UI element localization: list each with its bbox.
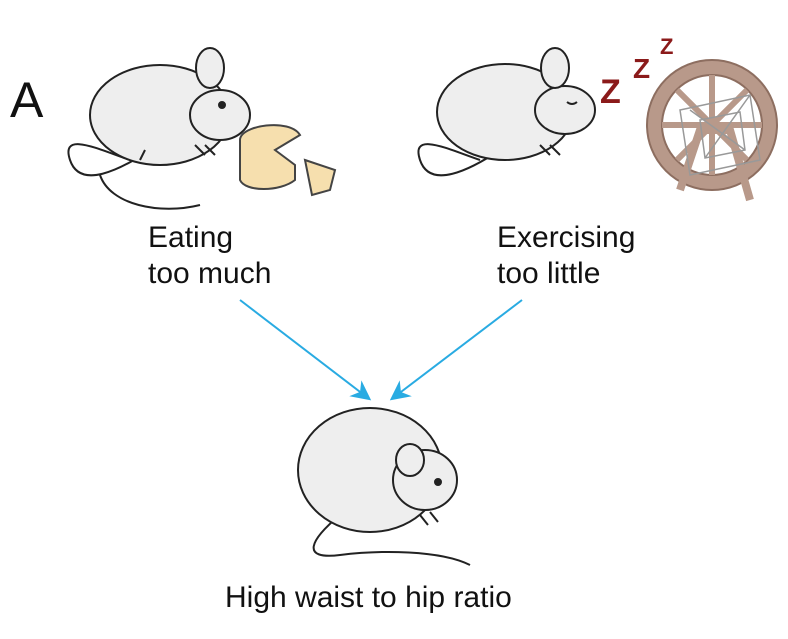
cheese-icon <box>239 124 337 197</box>
svg-text:Z: Z <box>633 53 650 84</box>
svg-text:Z: Z <box>600 73 621 111</box>
cause-label-eating: Eating too much <box>148 220 271 292</box>
cause-line1: Eating <box>148 221 234 254</box>
panel-label: A <box>10 72 44 128</box>
svg-text:Z: Z <box>660 34 673 59</box>
mouse-eating-icon <box>67 47 251 210</box>
cause-line2: too little <box>497 257 601 290</box>
zzz-icon: Z Z Z <box>600 34 673 111</box>
arrow-exercise-to-outcome <box>389 299 523 401</box>
exercise-wheel-icon <box>646 59 778 202</box>
fat-mouse-icon <box>297 407 471 566</box>
arrow-eating-to-outcome <box>239 299 372 401</box>
cause-line1: Exercising <box>497 221 636 254</box>
sleeping-mouse-icon <box>417 47 596 177</box>
cause-line2: too much <box>148 257 272 290</box>
cause-label-exercising: Exercising too little <box>497 220 635 292</box>
outcome-label: High waist to hip ratio <box>225 581 512 614</box>
